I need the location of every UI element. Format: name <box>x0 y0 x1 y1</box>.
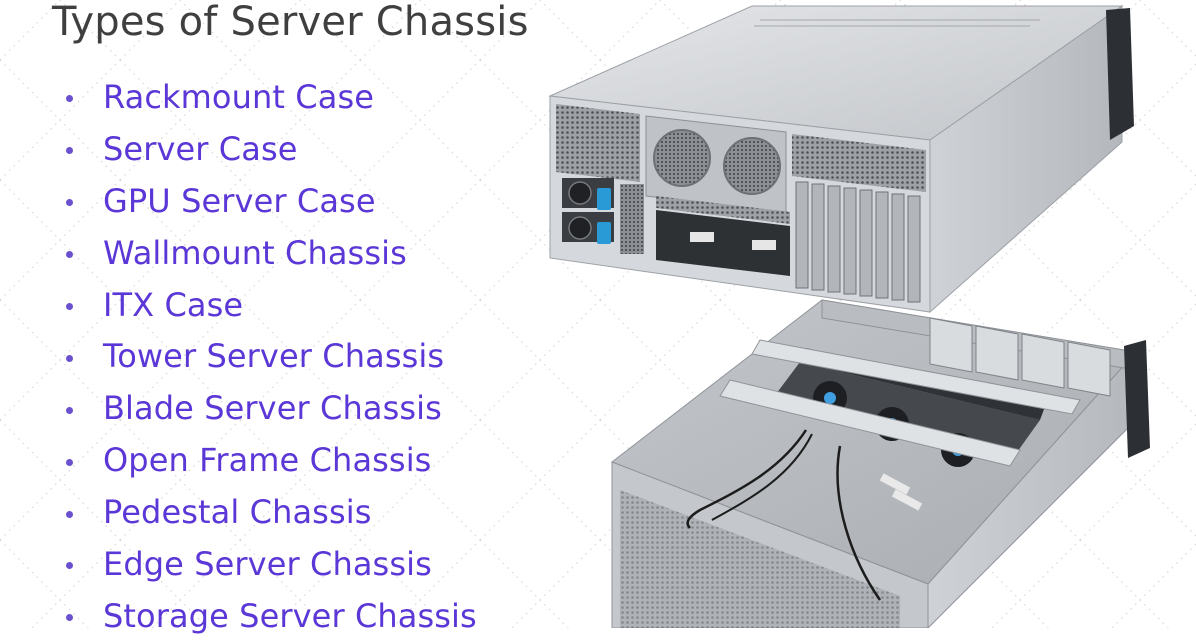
bullet-dot-icon <box>66 251 73 259</box>
list-item-label: Edge Server Chassis <box>103 544 432 583</box>
list-item: Rackmount Case <box>66 71 477 123</box>
list-item: Blade Server Chassis <box>66 382 477 434</box>
closed-chassis <box>548 5 1134 314</box>
list-item-label: ITX Case <box>103 285 244 324</box>
bullet-dot-icon <box>66 458 73 466</box>
list-item: Tower Server Chassis <box>66 330 477 382</box>
chassis-type-list: Rackmount Case Server Case GPU Server Ca… <box>66 71 477 642</box>
list-item: Open Frame Chassis <box>66 434 477 486</box>
bullet-dot-icon <box>66 406 73 414</box>
bullet-dot-icon <box>66 354 73 362</box>
list-item-label: Storage Server Chassis <box>103 596 477 635</box>
bullet-dot-icon <box>66 199 73 207</box>
open-chassis <box>610 299 1150 628</box>
list-item: Wallmount Chassis <box>66 227 477 279</box>
bullet-dot-icon <box>66 562 73 570</box>
list-item-label: Server Case <box>103 129 298 168</box>
list-item-label: Tower Server Chassis <box>103 337 445 376</box>
list-item-label: Pedestal Chassis <box>103 493 372 532</box>
list-item: Storage Server Chassis <box>66 590 477 642</box>
list-item-label: Rackmount Case <box>103 77 375 116</box>
server-chassis-image <box>548 5 1150 628</box>
bullet-dot-icon <box>66 303 73 310</box>
list-item: GPU Server Case <box>66 175 477 227</box>
list-item-label: GPU Server Case <box>103 181 376 220</box>
list-item: Edge Server Chassis <box>66 538 477 590</box>
list-item-label: Blade Server Chassis <box>103 389 442 428</box>
bullet-dot-icon <box>66 510 73 518</box>
list-item: Server Case <box>66 123 477 175</box>
bullet-dot-icon <box>66 95 73 103</box>
bullet-dot-icon <box>66 614 73 622</box>
page-title: Types of Server Chassis <box>52 0 529 45</box>
list-item: ITX Case <box>66 279 477 331</box>
list-item-label: Open Frame Chassis <box>103 441 432 480</box>
bullet-dot-icon <box>66 147 73 155</box>
list-item-label: Wallmount Chassis <box>103 233 407 272</box>
list-item: Pedestal Chassis <box>66 486 477 538</box>
